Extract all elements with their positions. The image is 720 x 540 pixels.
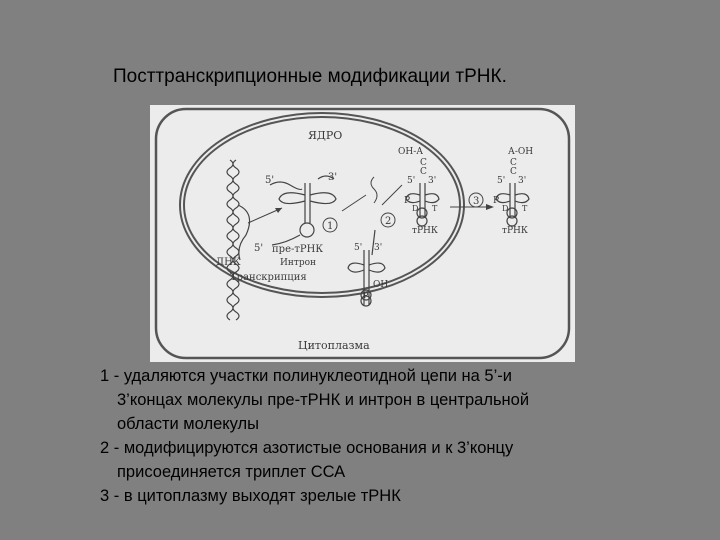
inter-oh: ОН xyxy=(373,280,388,290)
modified-d: D xyxy=(412,204,418,213)
mature-a-oh: А-ОН xyxy=(508,147,533,157)
intron-label: Интрон xyxy=(280,258,316,268)
removed-fragment xyxy=(370,176,378,204)
mature-trna-label: тРНК xyxy=(502,226,528,236)
caption-line-3: области молекулы xyxy=(117,415,260,433)
slide-title: Посттранскрипционные модификации тРНК. xyxy=(113,66,507,87)
mature-d: D xyxy=(502,204,508,213)
mature-t: T xyxy=(522,204,528,213)
transcription-bubble xyxy=(237,204,251,261)
pre-trna-molecule xyxy=(269,175,337,246)
modified-p: P xyxy=(404,196,410,206)
pretrna-3prime: 3' xyxy=(328,172,337,183)
mature-5prime: 5' xyxy=(497,176,505,186)
pretrna-5prime: 5' xyxy=(265,175,274,186)
dna-label: ДНК xyxy=(216,257,241,268)
nuclear-envelope-inner xyxy=(181,114,463,296)
modified-oh-a: ОН-А xyxy=(398,147,423,157)
pretrna-5prime-tail: 5' xyxy=(254,243,263,254)
cell-membrane xyxy=(154,107,571,360)
modified-t: T xyxy=(432,204,438,213)
modified-3prime: 3' xyxy=(428,176,436,186)
trna-processing-figure: ЯДРО Цитоплазма ДНК Транскрипция 5' 3' 5… xyxy=(150,105,575,362)
caption-line-6: 3 - в цитоплазму выходят зрелые тРНК xyxy=(100,487,401,505)
pre-trna-label: пре-тРНК xyxy=(272,244,323,255)
caption-line-5: присоединяется триплет ССА xyxy=(117,463,346,481)
arrow-head xyxy=(275,208,282,213)
modified-5prime: 5' xyxy=(407,176,415,186)
modified-c1: С xyxy=(420,158,427,168)
intermediate-trna xyxy=(347,229,386,307)
inter-5prime: 5' xyxy=(354,243,362,253)
arrow-step-1 xyxy=(341,194,367,212)
transcription-label: Транскрипция xyxy=(230,272,307,283)
step-3-label: 3 xyxy=(473,196,479,207)
step-1-marker xyxy=(322,217,338,233)
inter-3prime: 3' xyxy=(374,243,382,253)
caption-line-2: 3’концах молекулы пре-тРНК и интрон в це… xyxy=(117,391,530,409)
mature-c1: С xyxy=(510,158,517,168)
arrow-dna-to-pretrna xyxy=(247,207,283,224)
arrow-step-3-head xyxy=(486,204,494,210)
step-2-label: 2 xyxy=(385,216,391,227)
modified-trna-label: тРНК xyxy=(412,226,438,236)
modified-trna xyxy=(405,183,440,227)
arrow-step-2 xyxy=(381,184,403,206)
caption: 1 - удаляются участки полинуклеотидной ц… xyxy=(100,364,700,508)
mature-3prime: 3' xyxy=(518,176,526,186)
caption-line-1: 1 - удаляются участки полинуклеотидной ц… xyxy=(100,367,512,385)
nucleus-label: ЯДРО xyxy=(308,129,342,142)
caption-line-4: 2 - модифицируются азотистые основания и… xyxy=(100,439,514,457)
trna-processing-diagram: ЯДРО Цитоплазма ДНК Транскрипция 5' 3' 5… xyxy=(154,107,571,360)
dna-helix xyxy=(226,159,240,321)
mature-trna xyxy=(495,183,530,227)
cytoplasm-label: Цитоплазма xyxy=(298,339,370,352)
mature-c2: С xyxy=(510,167,517,177)
inter-p: P xyxy=(363,291,369,300)
mature-p: P xyxy=(493,196,499,206)
step-2-marker xyxy=(380,212,396,228)
step-1-label: 1 xyxy=(327,221,333,232)
modified-c2: С xyxy=(420,167,427,177)
